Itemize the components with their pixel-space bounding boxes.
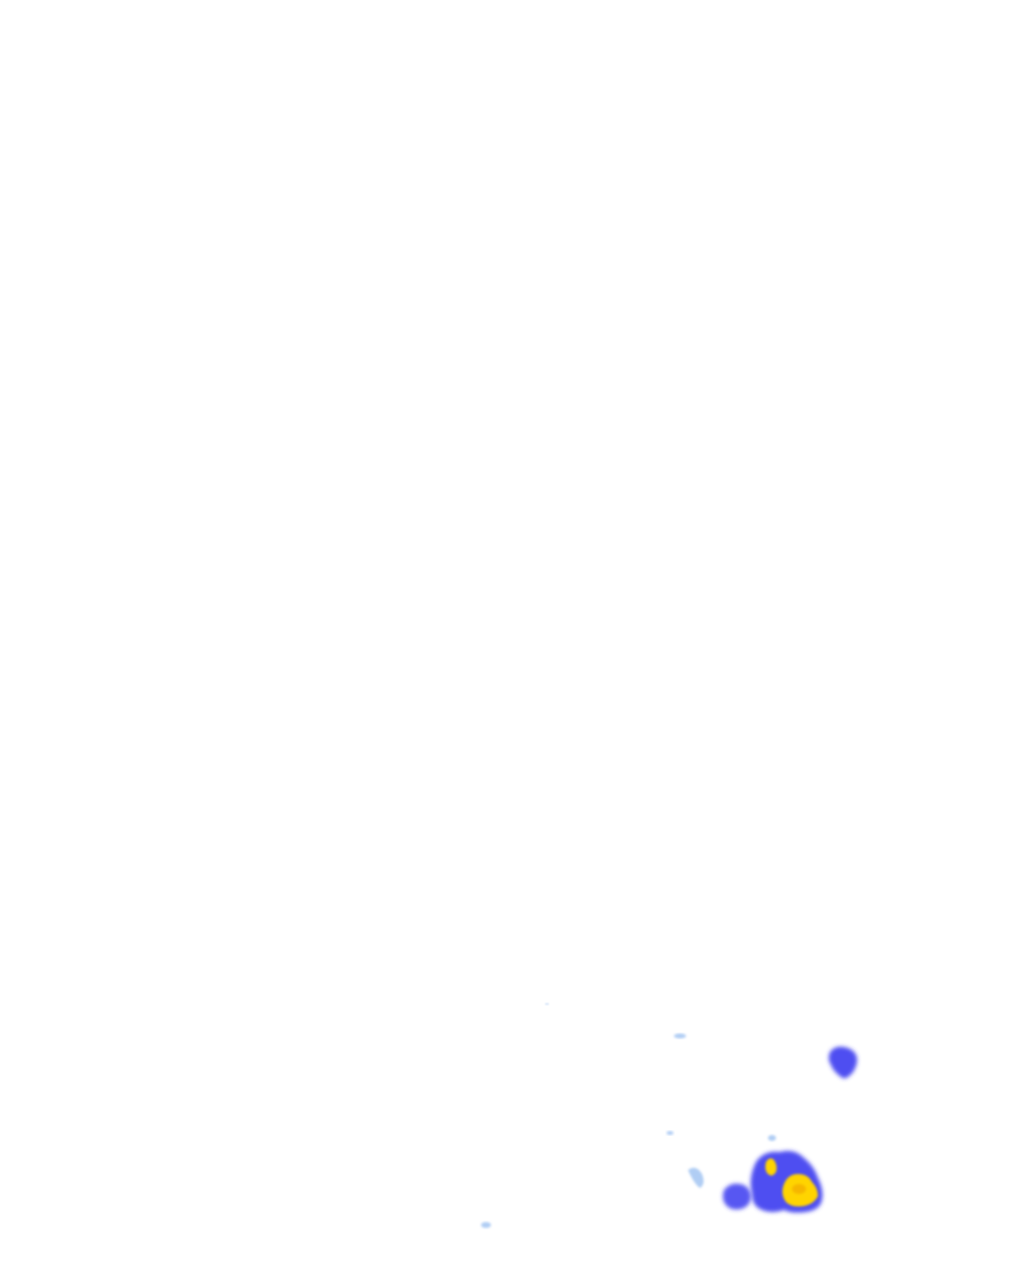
- cell-west-blob: [722, 1183, 751, 1210]
- cell-small-trace-3: [666, 1131, 674, 1135]
- cell-small-trace-5: [688, 1135, 776, 1188]
- cell-small-trace-1: [545, 1003, 549, 1005]
- cell-small-trace-2: [674, 1033, 686, 1039]
- cell-small-trace-4: [481, 1222, 491, 1228]
- cell-north-east: [828, 1046, 858, 1079]
- cell-main-cluster: [750, 1150, 823, 1213]
